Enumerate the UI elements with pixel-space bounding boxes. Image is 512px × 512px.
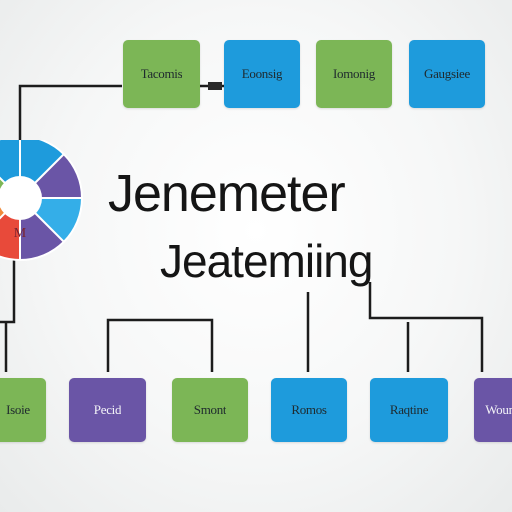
bottom-box-5-label: Raqtine: [389, 402, 429, 417]
connector-drop-right: [368, 282, 484, 372]
bottom-box-1-label: Isoie: [6, 402, 30, 417]
bottom-box-4: Romos: [271, 378, 347, 442]
bottom-box-3: Smont: [172, 378, 248, 442]
top-box-3: Iomonig: [316, 40, 392, 108]
headline-title: Jenemeter: [108, 165, 346, 223]
bottom-box-6-label: Woun: [485, 402, 512, 417]
top-box-1: Tacomis: [123, 40, 200, 108]
pie-wheel: M: [0, 140, 84, 262]
top-box-4-label: Gaugsiee: [424, 66, 470, 81]
top-box-2: Eoonsig: [224, 40, 300, 108]
connector-plug: [208, 82, 222, 90]
wheel-hub: [0, 176, 42, 220]
bottom-box-5: Raqtine: [370, 378, 448, 442]
top-box-3-label: Iomonig: [333, 66, 375, 81]
headline-subtitle: Jeatemiing: [160, 235, 373, 287]
wheel-center-glyph: M: [14, 226, 27, 241]
bottom-box-2-label: Pecid: [93, 402, 122, 417]
top-box-2-label: Eoonsig: [241, 66, 283, 81]
connector-top-left: [18, 84, 122, 142]
connector-wheel-down: [0, 258, 16, 324]
top-box-4: Gaugsiee: [409, 40, 485, 108]
top-box-1-label: Tacomis: [140, 66, 183, 81]
connector-drop-pecid: [106, 318, 214, 372]
bottom-box-4-label: Romos: [291, 402, 327, 417]
bottom-box-2: Pecid: [69, 378, 146, 442]
bottom-box-6: Woun: [474, 378, 512, 442]
bottom-box-3-label: Smont: [193, 402, 227, 417]
bottom-box-1: Isoie: [0, 378, 46, 442]
